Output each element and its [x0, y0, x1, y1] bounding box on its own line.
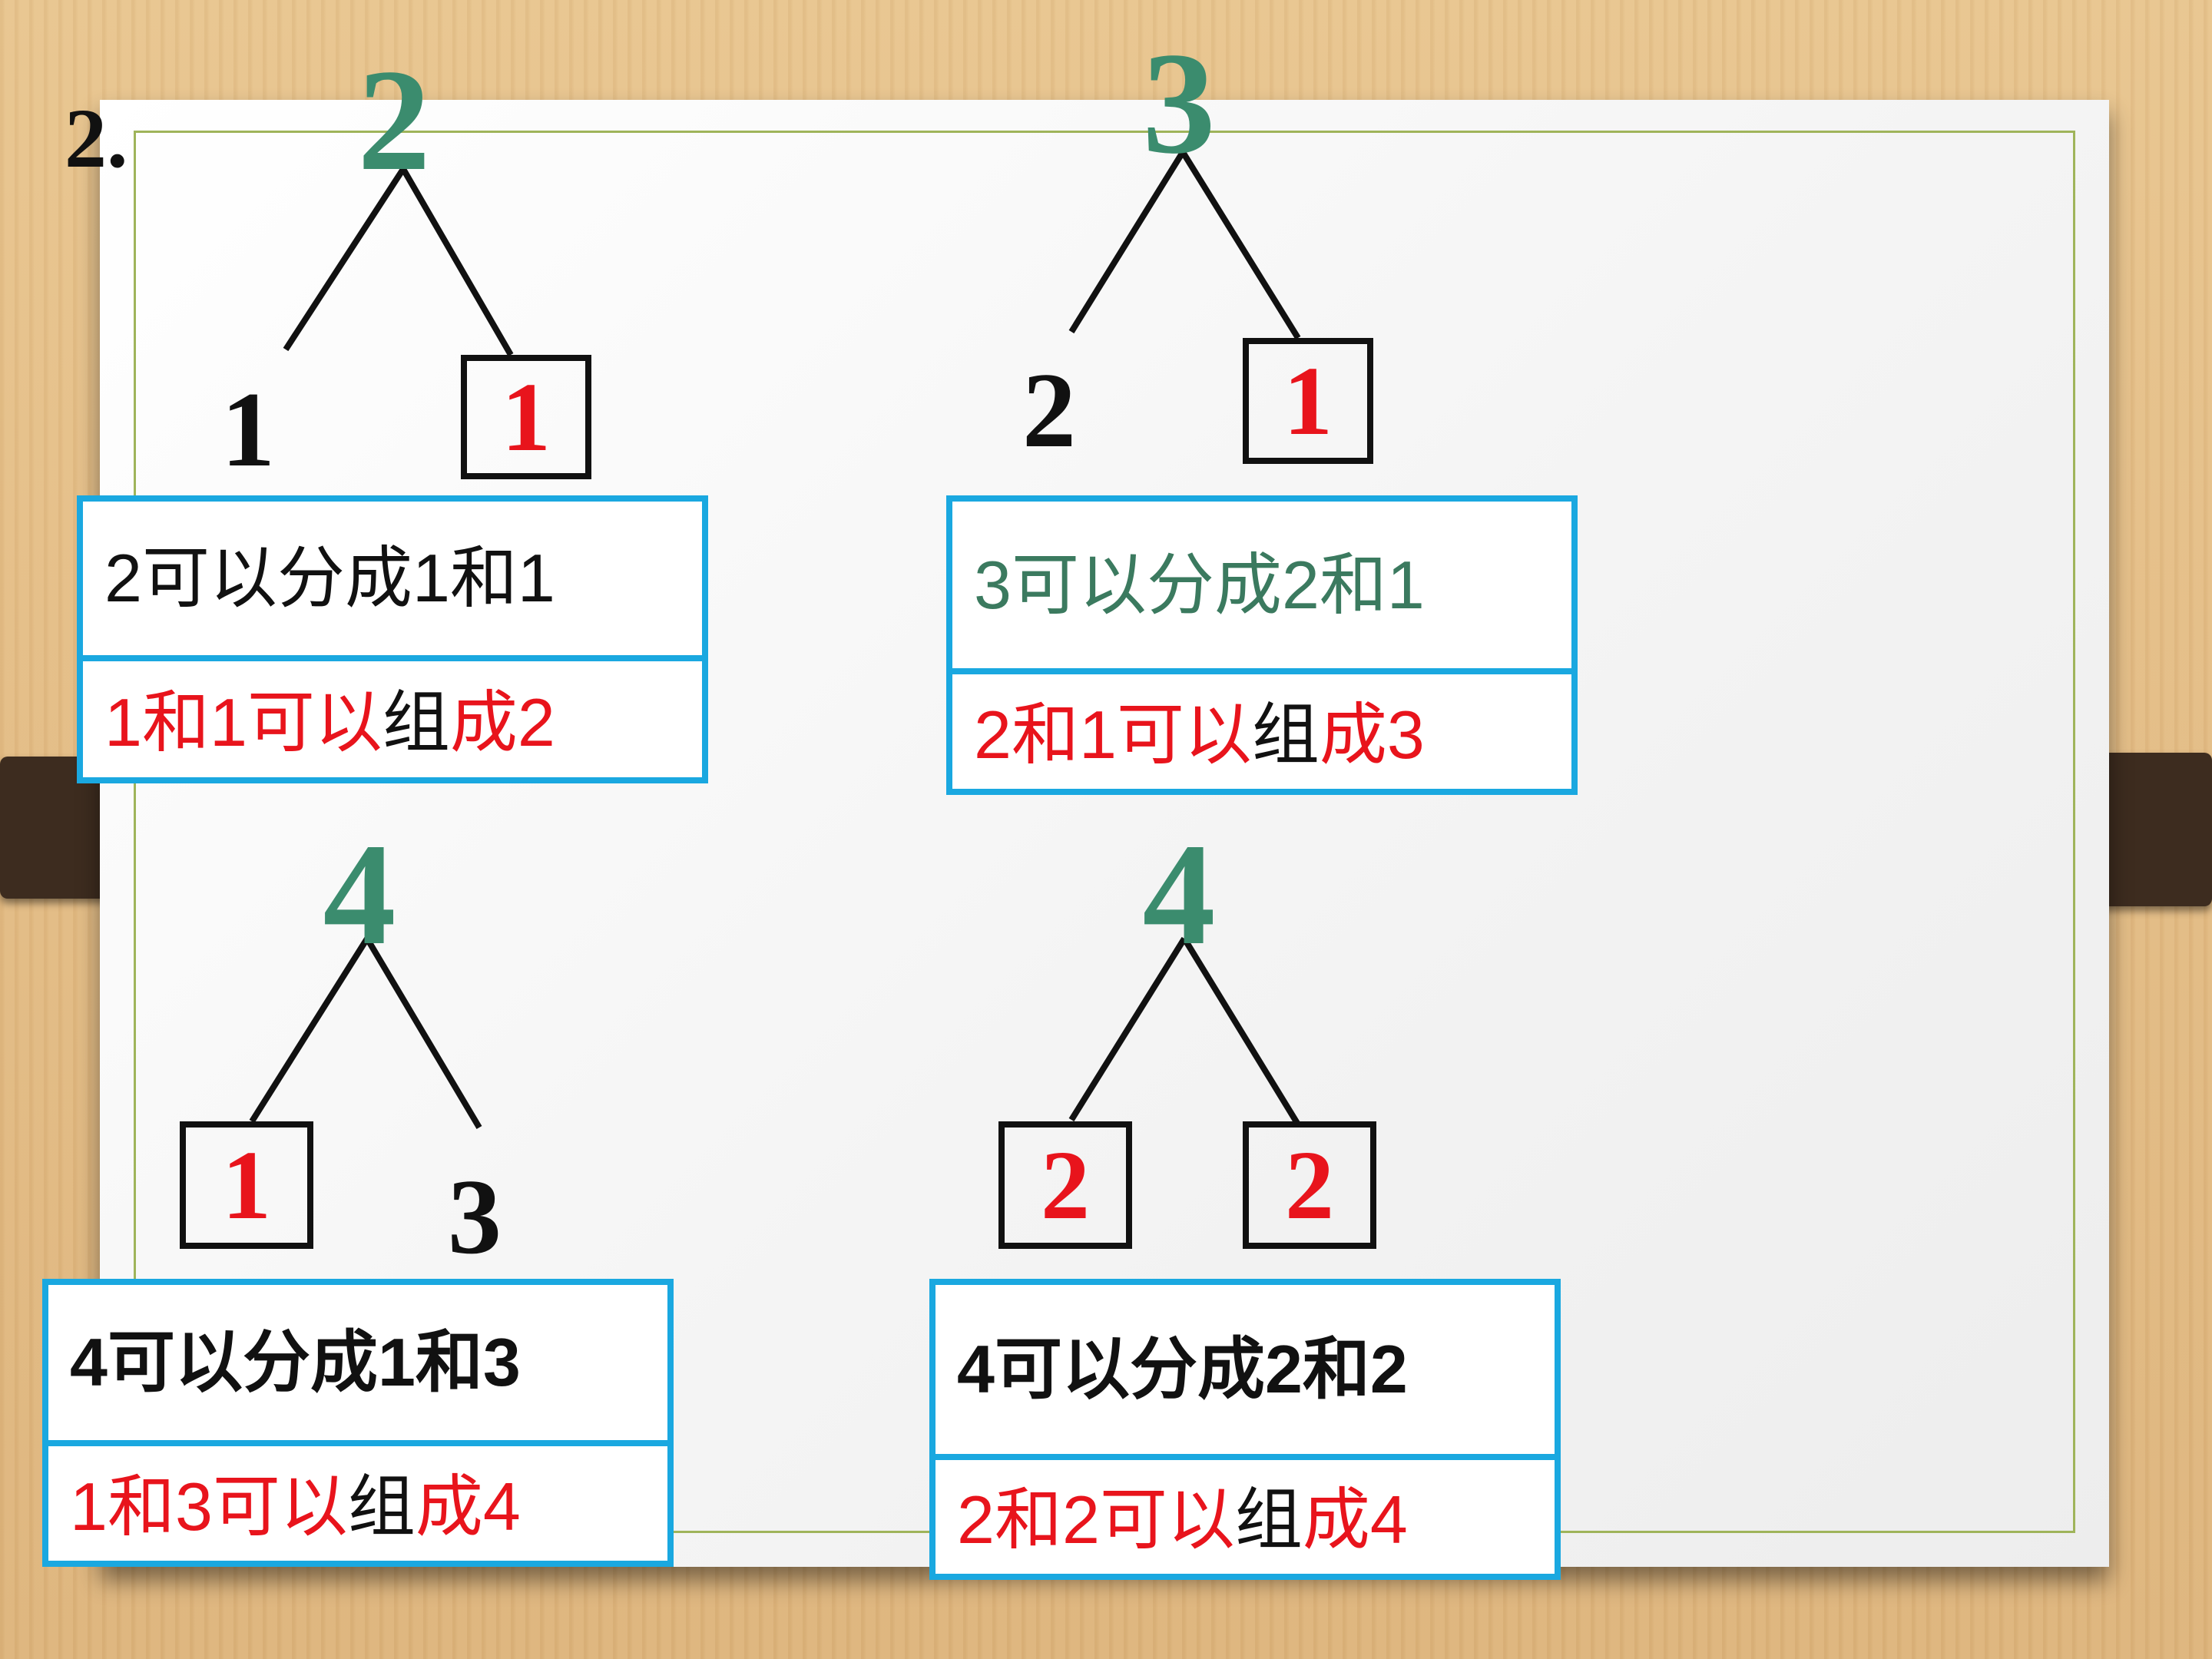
- tree-3-right-part: 3: [448, 1157, 502, 1277]
- card-4-compose-row: 2和2可以组成4: [935, 1454, 1555, 1580]
- card-4-split-text: 4可以分成2和2: [957, 1331, 1408, 1407]
- card-4-split-row: 4可以分成2和2: [935, 1285, 1555, 1454]
- tree-2-left-part: 2: [1022, 351, 1076, 470]
- card-1-compose-part-b: 组: [382, 684, 450, 760]
- card-1: 2可以分成1和1 1和1可以组成2: [77, 495, 708, 783]
- tree-4-right-branch: [1181, 936, 1301, 1127]
- card-1-compose-part-a: 1和1可以: [104, 684, 382, 760]
- card-1-split-text: 2可以分成1和1: [104, 540, 555, 616]
- card-2-split-row: 3可以分成2和1: [952, 502, 1571, 668]
- tree-4-right-answer-box[interactable]: 2: [1243, 1121, 1376, 1249]
- card-1-compose-row: 1和1可以组成2: [83, 655, 702, 783]
- card-2-compose-part-c: 成3: [1319, 696, 1425, 773]
- tree-1-left-part: 1: [221, 370, 275, 489]
- tree-3-right-branch: [364, 936, 482, 1130]
- tree-2-right-branch: [1180, 150, 1301, 340]
- exercise-number: 2.: [65, 91, 128, 185]
- card-4-compose-part-c: 成4: [1302, 1482, 1408, 1558]
- card-3-compose-part-c: 成4: [415, 1468, 521, 1545]
- tree-4-left-answer-box[interactable]: 2: [998, 1121, 1132, 1249]
- card-1-compose-part-c: 成2: [449, 684, 555, 760]
- tree-1-total: 2: [357, 40, 431, 201]
- card-3-compose-text: 1和3可以组成4: [70, 1472, 521, 1541]
- card-3: 4可以分成1和3 1和3可以组成4: [42, 1279, 674, 1567]
- card-2: 3可以分成2和1 2和1可以组成3: [946, 495, 1578, 795]
- tree-1-left-branch: [283, 167, 406, 352]
- card-3-split-text: 4可以分成1和3: [70, 1324, 521, 1400]
- tree-3-total: 4: [323, 814, 396, 975]
- card-1-split-row: 2可以分成1和1: [83, 502, 702, 655]
- tree-3-left-answer-box[interactable]: 1: [180, 1121, 313, 1249]
- card-2-compose-text: 2和1可以组成3: [974, 700, 1425, 769]
- tree-2-total: 3: [1142, 23, 1216, 184]
- tree-3-left-branch: [249, 936, 370, 1124]
- card-4: 4可以分成2和2 2和2可以组成4: [929, 1279, 1561, 1580]
- tree-1-right-answer-box[interactable]: 1: [461, 355, 591, 479]
- tree-1-right-branch: [400, 167, 514, 357]
- card-3-compose-part-a: 1和3可以: [70, 1468, 348, 1545]
- card-3-compose-part-b: 组: [347, 1468, 416, 1545]
- card-4-compose-part-a: 2和2可以: [957, 1482, 1235, 1558]
- card-2-split-text: 3可以分成2和1: [974, 546, 1425, 623]
- card-1-compose-text: 1和1可以组成2: [104, 688, 555, 757]
- card-2-compose-row: 2和1可以组成3: [952, 668, 1571, 795]
- card-3-split-row: 4可以分成1和3: [48, 1285, 667, 1440]
- card-2-compose-part-b: 组: [1251, 696, 1320, 773]
- card-4-compose-part-b: 组: [1234, 1482, 1303, 1558]
- tree-2-left-branch: [1068, 150, 1186, 334]
- card-3-compose-row: 1和3可以组成4: [48, 1440, 667, 1567]
- tree-4-total: 4: [1142, 814, 1216, 975]
- tree-2-right-answer-box[interactable]: 1: [1243, 338, 1373, 464]
- card-4-compose-text: 2和2可以组成4: [957, 1486, 1408, 1554]
- tree-4-left-branch: [1068, 936, 1187, 1122]
- card-2-compose-part-a: 2和1可以: [974, 696, 1252, 773]
